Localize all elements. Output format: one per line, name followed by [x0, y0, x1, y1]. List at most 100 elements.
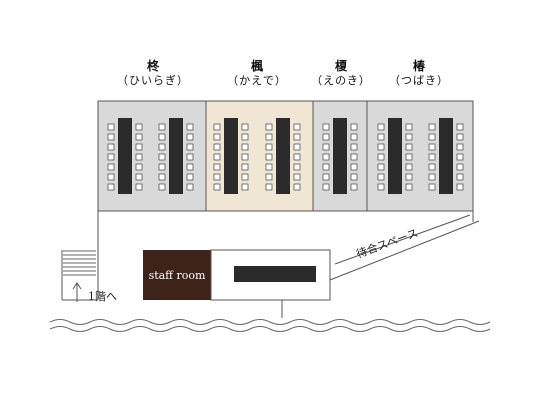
- room-title-tsubaki: 椿 （つばき）: [369, 59, 469, 89]
- chair: [186, 133, 194, 141]
- chair: [135, 173, 143, 181]
- chair: [377, 133, 385, 141]
- chair: [377, 163, 385, 171]
- room-name: 柊: [146, 59, 159, 73]
- room-table: [333, 118, 347, 194]
- chair: [322, 123, 330, 131]
- chair: [135, 123, 143, 131]
- room-table: [169, 118, 183, 194]
- staff-area: staff room: [143, 249, 331, 318]
- chair: [265, 133, 273, 141]
- chair: [241, 153, 249, 161]
- chair: [322, 153, 330, 161]
- chair: [456, 183, 464, 191]
- chair: [428, 123, 436, 131]
- chair: [456, 123, 464, 131]
- chair: [213, 173, 221, 181]
- room-reading: （ひいらぎ）: [117, 74, 189, 87]
- chair: [135, 163, 143, 171]
- chair: [265, 163, 273, 171]
- room-reading: （かえで）: [227, 74, 287, 87]
- chair: [405, 123, 413, 131]
- chair: [428, 143, 436, 151]
- room-table: [439, 118, 453, 194]
- chair: [241, 123, 249, 131]
- chair: [428, 183, 436, 191]
- chair: [213, 163, 221, 171]
- chair: [107, 183, 115, 191]
- chair: [135, 183, 143, 191]
- chair: [265, 183, 273, 191]
- room-name: 椿: [412, 59, 425, 73]
- chair: [158, 143, 166, 151]
- chair: [405, 153, 413, 161]
- chair: [322, 173, 330, 181]
- room-reading: （つばき）: [389, 74, 449, 87]
- room-title-enoki: 榎 （えのき）: [291, 59, 391, 89]
- chair: [456, 143, 464, 151]
- chair: [322, 163, 330, 171]
- chair: [405, 133, 413, 141]
- chair: [186, 143, 194, 151]
- chair: [241, 143, 249, 151]
- chair: [107, 153, 115, 161]
- chair: [405, 143, 413, 151]
- chair: [293, 133, 301, 141]
- chair: [350, 133, 358, 141]
- chair: [350, 153, 358, 161]
- chair: [428, 163, 436, 171]
- chair: [241, 183, 249, 191]
- staff-room-label: staff room: [149, 269, 206, 282]
- chair: [350, 163, 358, 171]
- chair: [213, 143, 221, 151]
- chair: [456, 163, 464, 171]
- room-table: [388, 118, 402, 194]
- chair: [405, 173, 413, 181]
- chair: [213, 123, 221, 131]
- room-reading: （えのき）: [311, 74, 371, 87]
- chair: [241, 133, 249, 141]
- chair: [265, 143, 273, 151]
- chair: [456, 133, 464, 141]
- chair: [456, 153, 464, 161]
- room-table: [224, 118, 238, 194]
- chair: [186, 163, 194, 171]
- chair: [350, 173, 358, 181]
- waiting-space-label: 待合スペース: [354, 226, 420, 261]
- stairs-label: 1階へ: [88, 289, 117, 303]
- stairs[interactable]: 1階へ: [63, 250, 117, 303]
- chair: [158, 163, 166, 171]
- chair: [186, 123, 194, 131]
- chair: [241, 163, 249, 171]
- chair: [293, 143, 301, 151]
- chair: [293, 183, 301, 191]
- chair: [135, 153, 143, 161]
- stairs-arrow-head: [72, 282, 82, 290]
- chair: [135, 143, 143, 151]
- chair: [322, 183, 330, 191]
- chair: [428, 133, 436, 141]
- chair: [350, 143, 358, 151]
- chair: [265, 173, 273, 181]
- room-name: 榎: [334, 59, 347, 73]
- water-lines: [49, 319, 491, 332]
- chair: [265, 153, 273, 161]
- room-name: 楓: [250, 59, 263, 73]
- chair: [107, 163, 115, 171]
- chair: [405, 183, 413, 191]
- chair: [107, 133, 115, 141]
- chair: [377, 143, 385, 151]
- chair: [213, 133, 221, 141]
- chair: [350, 183, 358, 191]
- chair: [293, 163, 301, 171]
- staff-room[interactable]: [143, 250, 211, 300]
- room-tsubaki[interactable]: [366, 100, 474, 212]
- chair: [405, 163, 413, 171]
- chair: [186, 183, 194, 191]
- chair: [135, 133, 143, 141]
- chair: [265, 123, 273, 131]
- room-title-kaede: 楓 （かえで）: [207, 59, 307, 89]
- chair: [293, 153, 301, 161]
- chair: [213, 153, 221, 161]
